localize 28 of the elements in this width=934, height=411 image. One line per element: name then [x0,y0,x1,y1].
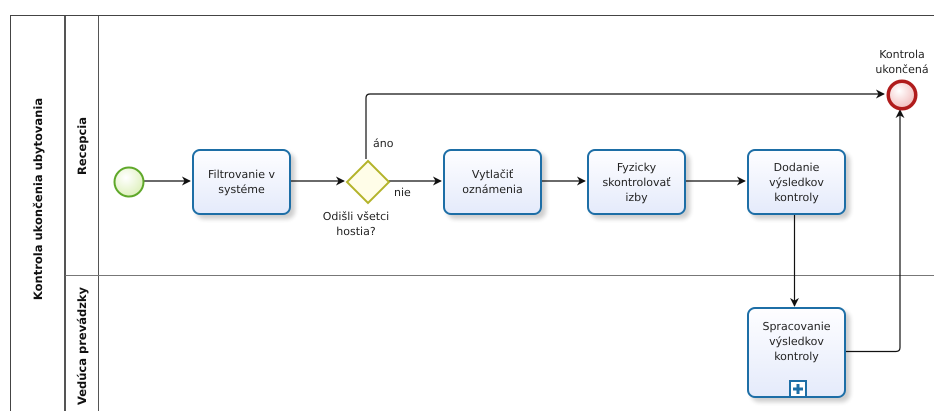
task-label: Vytlačiť oznámenia [461,167,524,197]
edge-label: áno [372,137,394,150]
sequence-arrow [388,176,442,186]
pool [10,15,934,411]
task-box [192,149,291,215]
task-box [587,149,686,215]
event-label: Kontrola ukončená [874,47,930,77]
sequence-arrow [844,109,904,352]
sequence-arrow [365,90,885,159]
swimlane [65,16,934,276]
sequence-arrow [143,176,191,186]
pool-title: Kontrola ukončenia ubytovania [30,98,44,300]
task-box [747,149,846,215]
sequence-arrow [790,214,799,307]
sequence-arrow [289,176,345,186]
lane-title: Vedúca prevádzky [75,286,89,405]
subprocess-box [747,307,846,398]
task-label: Spracovanie výsledkov kontroly [761,319,832,364]
sequence-arrow [684,176,746,186]
sequence-arrow [540,176,586,186]
start-event-circle [113,166,145,198]
task-label: Fyzicky skontrolovať izby [601,160,672,204]
edge-label: nie [393,186,412,199]
task-box [443,149,542,215]
task-label: Filtrovanie v systéme [206,167,276,197]
task-label: Dodanie výsledkov kontroly [768,160,825,204]
lane-title: Recepcia [75,116,89,175]
gateway-label: Odišli všetci hostia? [322,209,390,239]
